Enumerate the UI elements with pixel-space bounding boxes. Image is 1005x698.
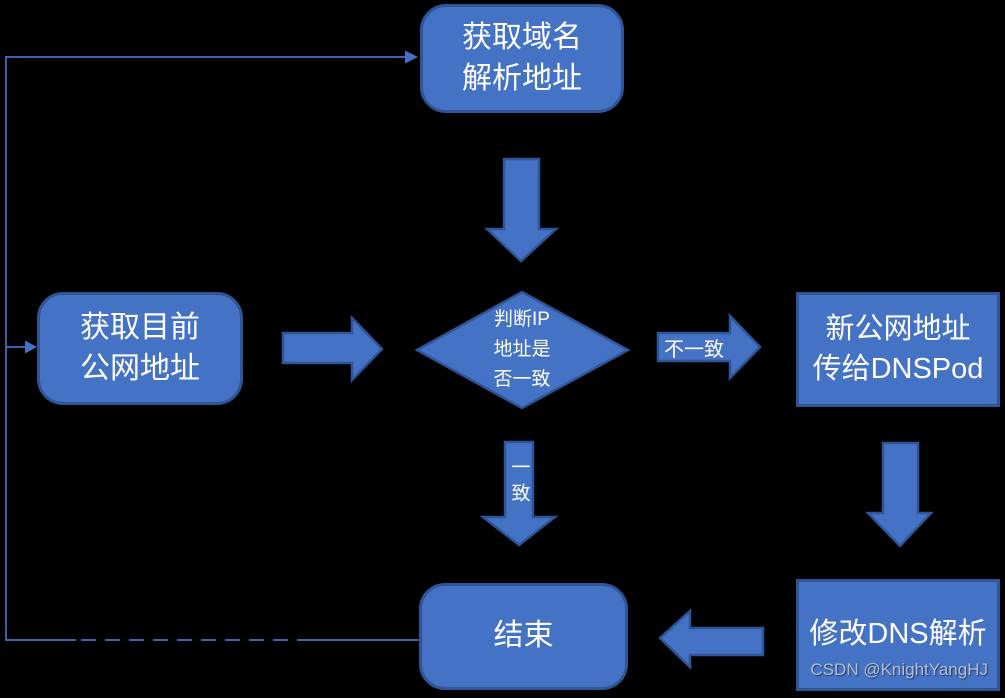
arrowhead-into-get-domain xyxy=(405,50,418,64)
node-end-label: 结束 xyxy=(493,619,554,653)
node-modify-dns: 修改DNS解析 CSDN @KnightYangHJ xyxy=(796,579,1000,691)
loopback-connector xyxy=(5,50,419,641)
edge-label-equal: 一致 xyxy=(508,457,530,509)
node-modify-dns-label: 修改DNS解析 xyxy=(809,618,987,651)
arrow-decision-to-end xyxy=(479,440,559,547)
node-send-dnspod: 新公网地址 传给DNSPod xyxy=(796,292,1000,407)
edge-label-not-equal: 不一致 xyxy=(664,338,724,361)
node-end: 结束 xyxy=(419,583,628,690)
loopback-line-left-top xyxy=(5,56,405,641)
watermark: CSDN @KnightYangHJ xyxy=(810,660,988,680)
arrow-top-to-decision xyxy=(483,157,560,263)
arrow-modify-to-end xyxy=(658,608,765,670)
node-get-domain-resolution: 获取域名 解析地址 xyxy=(420,4,624,113)
decision-diamond-label: 判断IP 地址是 否一致 xyxy=(493,309,551,390)
arrow-left-to-decision xyxy=(281,314,384,384)
decision-diamond xyxy=(414,290,631,410)
node-get-public-ip: 获取目前 公网地址 xyxy=(37,292,243,405)
node-send-dnspod-label: 新公网地址 传给DNSPod xyxy=(812,313,984,385)
arrowhead-into-get-public-ip xyxy=(25,340,37,354)
node-get-domain-resolution-label: 获取域名 解析地址 xyxy=(462,21,582,95)
arrow-dnspod-to-modify xyxy=(865,441,934,548)
node-get-public-ip-label: 获取目前 公网地址 xyxy=(80,311,200,385)
arrow-decision-to-dnspod xyxy=(656,312,762,382)
